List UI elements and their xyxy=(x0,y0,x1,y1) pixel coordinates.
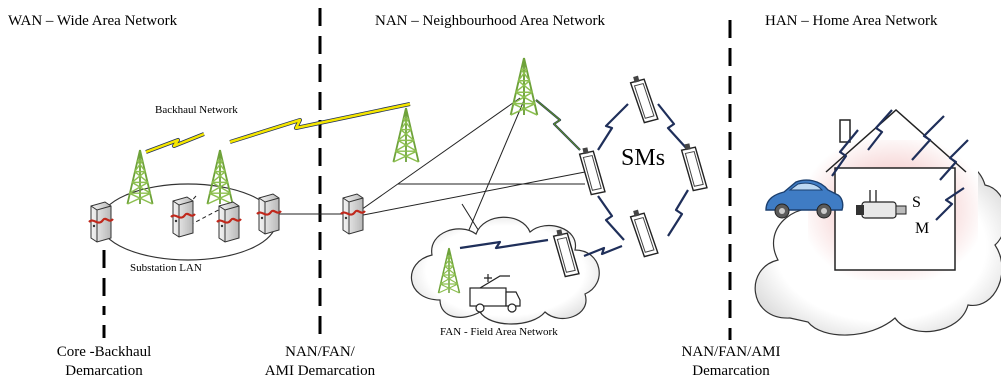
server-icon xyxy=(339,192,367,236)
server-icon xyxy=(215,200,243,244)
nan-fan-ami-demarcation-label: NAN/FAN/ AMI Demarcation xyxy=(250,343,390,381)
smart-meter-icon xyxy=(679,141,708,192)
core-backhaul-line2: Demarcation xyxy=(65,363,143,379)
tower-icon xyxy=(509,57,539,116)
nan-fan-ami-line1: NAN/FAN/ xyxy=(285,344,355,360)
server-icon xyxy=(255,192,283,236)
utility-truck-icon xyxy=(469,274,521,313)
home-smart-meter xyxy=(856,190,907,219)
smart-meter-icon xyxy=(628,206,659,259)
home-meter-m-label: M xyxy=(915,220,930,237)
tower-icon xyxy=(126,149,154,205)
core-backhaul-line1: Core -Backhaul xyxy=(56,344,152,360)
fan-label: FAN - Field Area Network xyxy=(440,326,558,338)
server-icon xyxy=(169,195,197,239)
han-demarcation-label: NAN/FAN/AMI Demarcation xyxy=(660,343,802,381)
backhaul-lightning xyxy=(145,102,411,154)
sms-label: SMs xyxy=(621,145,666,171)
house xyxy=(825,108,967,271)
tower-icon xyxy=(392,107,420,163)
server-icon xyxy=(87,200,115,244)
substation-lan-label: Substation LAN xyxy=(130,262,202,274)
han-demarcation-line1: NAN/FAN/AMI xyxy=(681,344,781,360)
wireless-links xyxy=(459,99,969,258)
han-heading: HAN – Home Area Network xyxy=(765,13,938,29)
smart-meter-icon xyxy=(628,72,659,125)
nan-heading: NAN – Neighbourhood Area Network xyxy=(375,13,605,29)
smart-meter-icon xyxy=(577,145,606,196)
han-demarcation-line2: Demarcation xyxy=(692,363,770,379)
core-backhaul-demarcation-label: Core -Backhaul Demarcation xyxy=(36,343,172,381)
car xyxy=(765,179,844,219)
nan-fan-ami-line2: AMI Demarcation xyxy=(264,363,376,379)
wan-heading: WAN – Wide Area Network xyxy=(8,13,178,29)
fan-cloud xyxy=(410,216,600,325)
backhaul-network-label: Backhaul Network xyxy=(155,104,238,116)
home-meter-s-label: S xyxy=(912,194,921,211)
tower-icon xyxy=(206,149,234,205)
